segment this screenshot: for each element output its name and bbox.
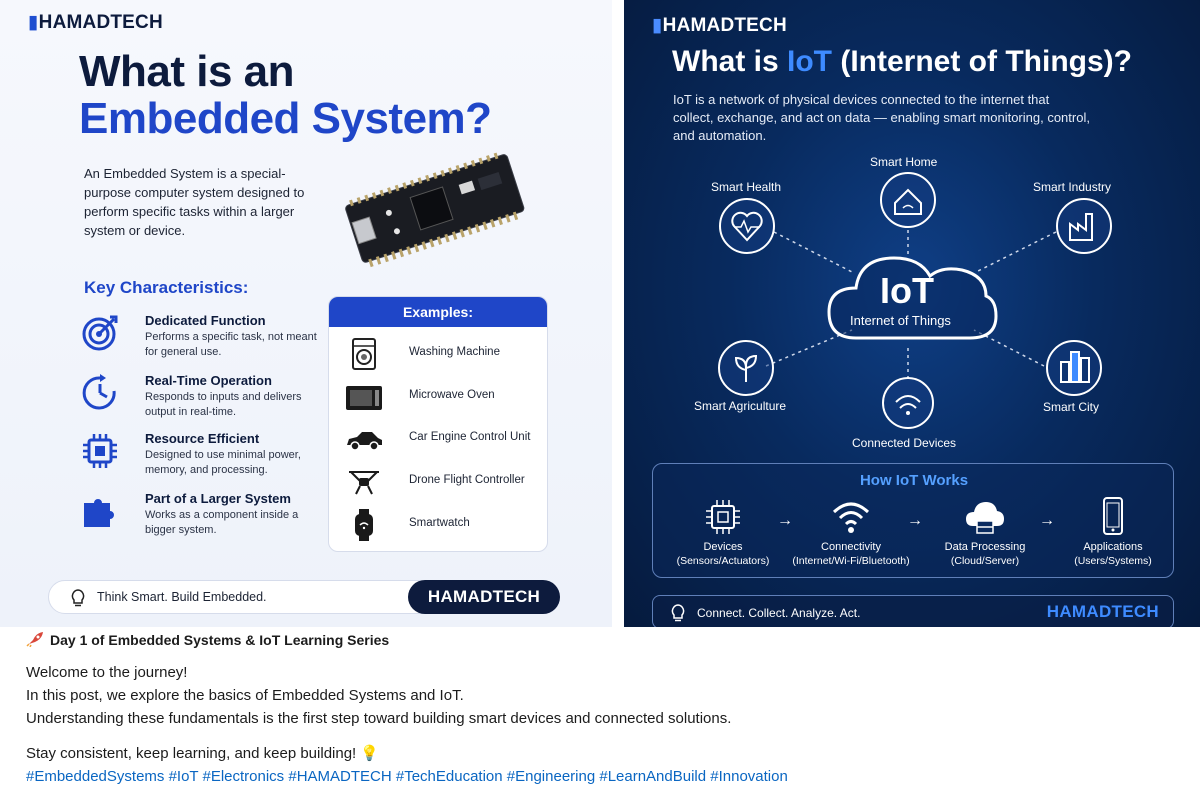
arrow-right-icon: → <box>777 512 793 529</box>
cloud-title: IoT <box>880 270 934 311</box>
characteristic-desc: Responds to inputs and delivers output i… <box>145 391 302 418</box>
example-label: Drone Flight Controller <box>409 474 525 486</box>
chip-icon <box>83 434 117 468</box>
characteristic-title: Resource Efficient <box>145 431 260 446</box>
characteristic-title: Real-Time Operation <box>145 373 272 388</box>
how-step-data-processing: Data Processing (Cloud/Server) <box>925 494 1045 574</box>
example-smartwatch: Smartwatch <box>329 505 547 545</box>
how-step-sub: (Users/Systems) <box>1074 555 1152 567</box>
examples-card: Examples: Washing Machine Microwave Oven <box>328 296 548 552</box>
characteristic-desc: Performs a specific task, not meant for … <box>145 331 317 358</box>
smart-health-icon <box>719 198 775 254</box>
label-connected-devices: Connected Devices <box>852 436 957 450</box>
characteristic-title: Dedicated Function <box>145 313 266 328</box>
example-washing-machine: Washing Machine <box>329 334 547 374</box>
post-heading-text: Day 1 of Embedded Systems & IoT Learning… <box>50 632 390 648</box>
example-label: Smartwatch <box>409 517 470 529</box>
how-step-connectivity: Connectivity (Internet/Wi-Fi/Bluetooth) <box>791 494 911 574</box>
iot-description: IoT is a network of physical devices con… <box>673 92 1090 143</box>
right-brand-footer: HAMADTECH <box>1046 602 1159 621</box>
post-line-3: Understanding these fundamentals is the … <box>26 710 732 727</box>
brand-mark-icon: ▮ <box>28 12 39 33</box>
wifi-icon <box>832 502 870 533</box>
characteristic-desc: Works as a component inside a bigger sys… <box>145 509 299 536</box>
post-line-1: Welcome to the journey! <box>26 664 188 681</box>
cloud-subtitle: Internet of Things <box>850 313 951 328</box>
how-step-sub: (Sensors/Actuators) <box>676 555 770 567</box>
key-characteristics-title: Key Characteristics: <box>84 278 249 297</box>
brand-pill: HAMADTECH <box>408 580 560 614</box>
post-heading: Day 1 of Embedded Systems & IoT Learning… <box>26 631 389 648</box>
examples-title: Examples: <box>329 297 547 327</box>
title-post: (Internet of Things)? <box>832 45 1132 78</box>
right-tagline-text: Connect. Collect. Analyze. Act. <box>697 606 861 620</box>
brand-text: HAMADTECH <box>38 12 163 33</box>
clock-icon <box>82 374 116 410</box>
example-label: Car Engine Control Unit <box>409 431 531 443</box>
arrow-right-icon: → <box>1039 512 1055 529</box>
how-step-name: Devices <box>703 541 743 553</box>
brand-mark-icon: ▮ <box>652 15 663 36</box>
left-tagline-bar: Think Smart. Build Embedded. HAMADTECH <box>48 580 560 614</box>
smartphone-icon <box>1103 497 1123 535</box>
how-iot-works-title: How IoT Works <box>859 472 969 489</box>
example-car-ecu: Car Engine Control Unit <box>329 419 547 459</box>
embedded-infographic: ▮HAMADTECH What is an Embedded System? A… <box>0 0 612 627</box>
label-smart-health: Smart Health <box>711 180 782 194</box>
iot-infographic: ▮HAMADTECH What is IoT (Internet of Thin… <box>624 0 1200 632</box>
example-drone: Drone Flight Controller <box>329 462 547 502</box>
microwave-icon <box>346 386 382 410</box>
post-body: Day 1 of Embedded Systems & IoT Learning… <box>0 627 1200 800</box>
post-line-4: Stay consistent, keep learning, and keep… <box>26 745 380 762</box>
smart-industry-icon <box>1056 198 1112 254</box>
how-step-sub: (Cloud/Server) <box>950 555 1020 567</box>
how-step-applications: Applications (Users/Systems) <box>1053 494 1173 574</box>
right-tagline-bar: Connect. Collect. Analyze. Act. HAMADTEC… <box>652 595 1174 629</box>
car-icon <box>347 432 382 451</box>
lightbulb-icon <box>671 604 685 622</box>
label-smart-home: Smart Home <box>870 155 938 169</box>
brand-logo: ▮HAMADTECH <box>28 11 163 34</box>
intro-text: An Embedded System is a special-purpose … <box>84 166 305 238</box>
title-line-2: Embedded System? <box>79 94 492 143</box>
target-icon <box>82 315 118 351</box>
label-smart-city: Smart City <box>1043 400 1100 414</box>
post-line-2: In this post, we explore the basics of E… <box>26 687 464 704</box>
left-tagline-text: Think Smart. Build Embedded. <box>97 590 267 604</box>
how-step-name: Data Processing <box>944 541 1026 553</box>
post-hashtags[interactable]: #EmbeddedSystems #IoT #Electronics #HAMA… <box>26 768 788 785</box>
how-step-sub: (Internet/Wi-Fi/Bluetooth) <box>792 555 910 567</box>
smart-home-icon <box>880 172 936 228</box>
how-step-name: Connectivity <box>821 541 881 553</box>
example-label: Washing Machine <box>409 346 500 358</box>
iot-network-diagram <box>718 172 1112 429</box>
cloud-server-icon <box>966 502 1004 534</box>
smartwatch-icon <box>355 509 373 541</box>
title-line-1: What is an <box>79 47 295 96</box>
how-step-devices: Devices (Sensors/Actuators) <box>663 494 783 574</box>
sensor-chip-icon <box>706 500 740 534</box>
iot-cloud-icon <box>827 256 998 340</box>
characteristic-title: Part of a Larger System <box>145 491 291 506</box>
lightbulb-icon <box>71 589 85 607</box>
microcontroller-board-image <box>345 152 525 268</box>
washing-machine-icon <box>352 338 376 370</box>
characteristic-desc: Designed to use minimal power, memory, a… <box>145 449 301 476</box>
iot-title: What is IoT (Internet of Things)? <box>672 45 1132 79</box>
title-pre: What is <box>672 45 788 78</box>
puzzle-icon <box>84 499 114 527</box>
arrow-right-icon: → <box>907 512 923 529</box>
label-smart-agriculture: Smart Agriculture <box>694 399 787 413</box>
brand-text: HAMADTECH <box>662 15 787 36</box>
brand-logo: ▮HAMADTECH <box>652 14 787 37</box>
label-smart-industry: Smart Industry <box>1033 180 1112 194</box>
rocket-icon <box>26 632 43 647</box>
drone-icon <box>349 471 379 495</box>
example-label: Microwave Oven <box>409 389 495 401</box>
how-step-name: Applications <box>1083 541 1143 553</box>
how-iot-works-box: How IoT Works Devices (Sensors/Actuators… <box>652 463 1174 578</box>
example-microwave: Microwave Oven <box>329 377 547 417</box>
title-highlight: IoT <box>787 45 833 78</box>
